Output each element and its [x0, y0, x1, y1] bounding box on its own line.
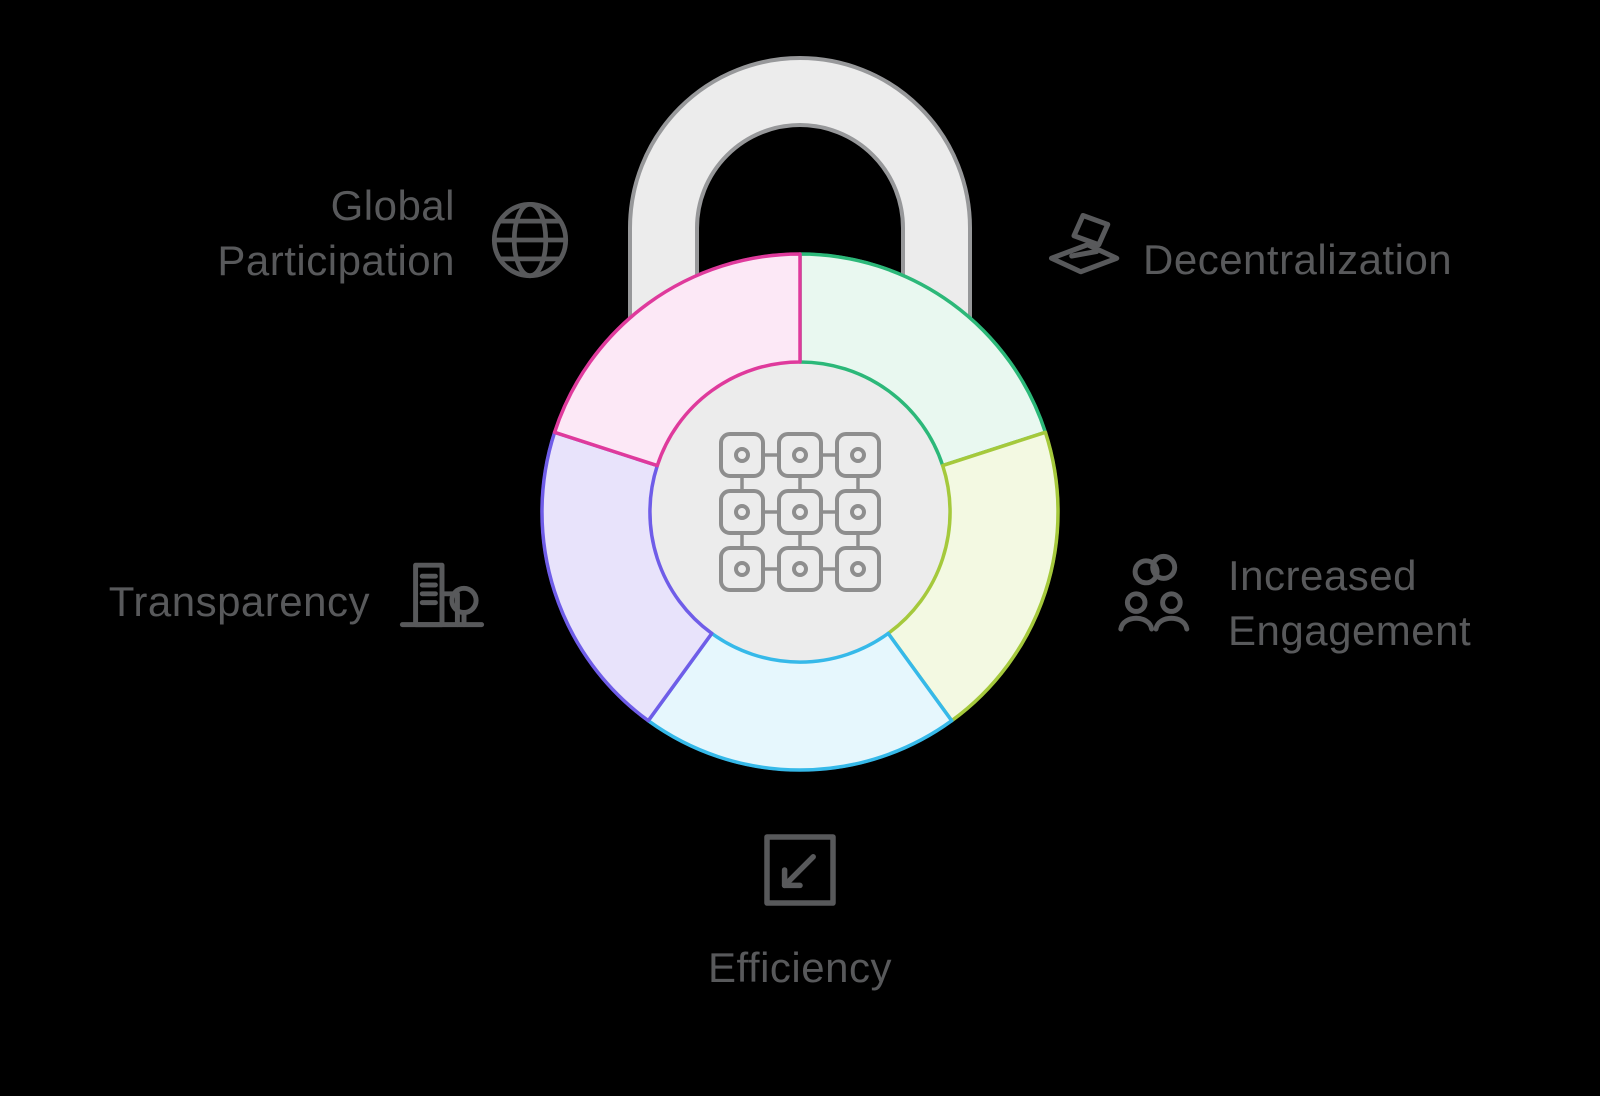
globe-icon: [491, 201, 569, 279]
blockchain-grid-icon: [719, 432, 881, 592]
segment-efficiency: [646, 631, 954, 772]
building-tree-icon: [399, 562, 485, 628]
segment-increased-engagement: [886, 430, 1060, 723]
segment-global-participation: [552, 252, 802, 468]
global-participation-line2: Participation: [217, 237, 455, 284]
links-people-icon: [1118, 553, 1190, 632]
increased-engagement-label: Increased Engagement: [1228, 548, 1471, 658]
increased-engagement-line1: Increased: [1228, 552, 1417, 599]
efficiency-line1: Efficiency: [708, 944, 892, 991]
global-participation-line1: Global: [330, 182, 455, 229]
transparency-line1: Transparency: [108, 578, 370, 625]
ballot-box-icon: [1048, 212, 1120, 275]
transparency-label: Transparency: [109, 574, 370, 629]
lock-shackle-icon: [628, 56, 972, 362]
decentralization-line1: Decentralization: [1143, 236, 1453, 283]
increased-engagement-line2: Engagement: [1228, 607, 1472, 654]
segment-transparency: [540, 430, 714, 723]
resize-arrow-icon: [764, 834, 836, 906]
global-participation-label: Global Participation: [217, 178, 455, 288]
segment-decentralization: [798, 252, 1048, 468]
decentralization-label: Decentralization: [1143, 232, 1452, 287]
efficiency-label: Efficiency: [708, 940, 892, 995]
